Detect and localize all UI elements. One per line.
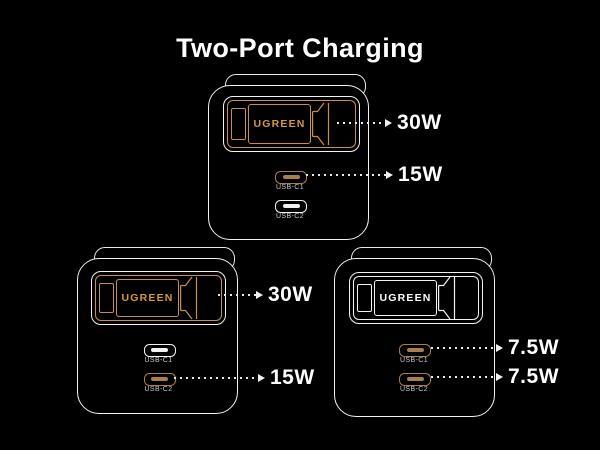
bottom-right-charger: UGREEN USB-C1 USB-C2: [334, 247, 495, 417]
usb-c1-label: USB-C1: [144, 357, 173, 364]
wattage-label: 30W: [397, 111, 442, 134]
plug-display-inner: UGREEN: [227, 100, 356, 148]
charger-body: UGREEN USB-C1 USB-C2: [77, 258, 238, 414]
brand-logo-text: UGREEN: [379, 292, 432, 304]
charger-body: UGREEN USB-C1 USB-C2: [208, 85, 369, 240]
usb-c2-label: USB-C2: [399, 386, 429, 393]
usb-c-pin: [282, 175, 300, 179]
usb-c-pin: [406, 348, 424, 352]
usb-c-pin: [282, 204, 300, 208]
wattage-arrow-top-c1: 15W: [306, 163, 443, 187]
plug-display-inner: UGREEN: [95, 275, 222, 321]
arrowhead-icon: [256, 291, 263, 299]
plug-display: UGREEN: [91, 271, 226, 325]
usb-c2-port: [399, 372, 431, 386]
usb-c1-label: USB-C1: [275, 184, 305, 191]
wattage-arrow-br-c1: 7.5W: [431, 336, 559, 360]
dotted-line: [218, 294, 256, 296]
brand-logo-text: UGREEN: [253, 118, 306, 130]
usb-c1-label: USB-C1: [399, 357, 429, 364]
plug-display: UGREEN: [223, 96, 360, 152]
dotted-line: [306, 174, 386, 176]
folded-prong-icon: [312, 102, 330, 146]
arrowhead-icon: [496, 373, 503, 381]
arrowhead-icon: [386, 171, 393, 179]
brand-badge: UGREEN: [374, 280, 437, 316]
wattage-arrow-top-display: 30W: [337, 111, 442, 135]
wattage-label: 7.5W: [508, 336, 560, 359]
usb-c2-label: USB-C2: [275, 213, 305, 220]
wattage-arrow-bl-display: 30W: [218, 283, 313, 307]
arrowhead-icon: [385, 119, 392, 127]
dotted-line: [174, 377, 258, 379]
wattage-label: 15W: [398, 163, 443, 186]
usb-c-pin: [151, 348, 168, 352]
plug-slot: [357, 284, 372, 312]
usb-c1-port: [399, 343, 431, 357]
top-charger: UGREEN USB-C1 USB-C2: [208, 74, 369, 240]
usb-c1-port: [275, 170, 307, 184]
usb-c-pin: [406, 377, 424, 381]
brand-logo-text: UGREEN: [121, 292, 174, 304]
dotted-line: [337, 122, 385, 124]
wattage-label: 15W: [270, 366, 315, 389]
wattage-label: 30W: [268, 283, 313, 306]
usb-c2-port: [275, 199, 307, 213]
usb-c-pin: [151, 377, 168, 381]
folded-prong-icon: [438, 276, 456, 320]
usb-c2-label: USB-C2: [144, 386, 173, 393]
wattage-arrow-bl-c2: 15W: [174, 366, 315, 390]
arrowhead-icon: [496, 344, 503, 352]
brand-badge: UGREEN: [248, 104, 311, 144]
bottom-left-charger: UGREEN USB-C1 USB-C2: [77, 247, 238, 414]
page-title: Two-Port Charging: [176, 33, 424, 63]
arrowhead-icon: [258, 374, 265, 382]
usb-c2-port: [143, 372, 176, 386]
plug-slot: [99, 283, 114, 313]
plug-slot: [231, 108, 246, 140]
folded-prong-icon: [180, 276, 198, 320]
wattage-label: 7.5W: [508, 365, 560, 388]
plug-display-inner: UGREEN: [353, 276, 479, 320]
usb-c1-port: [143, 343, 176, 357]
wattage-arrow-br-c2: 7.5W: [431, 365, 559, 389]
dotted-line: [431, 376, 496, 378]
dotted-line: [431, 347, 496, 349]
plug-display: UGREEN: [349, 272, 483, 324]
charger-body: UGREEN USB-C1 USB-C2: [334, 258, 495, 417]
brand-badge: UGREEN: [116, 279, 179, 317]
